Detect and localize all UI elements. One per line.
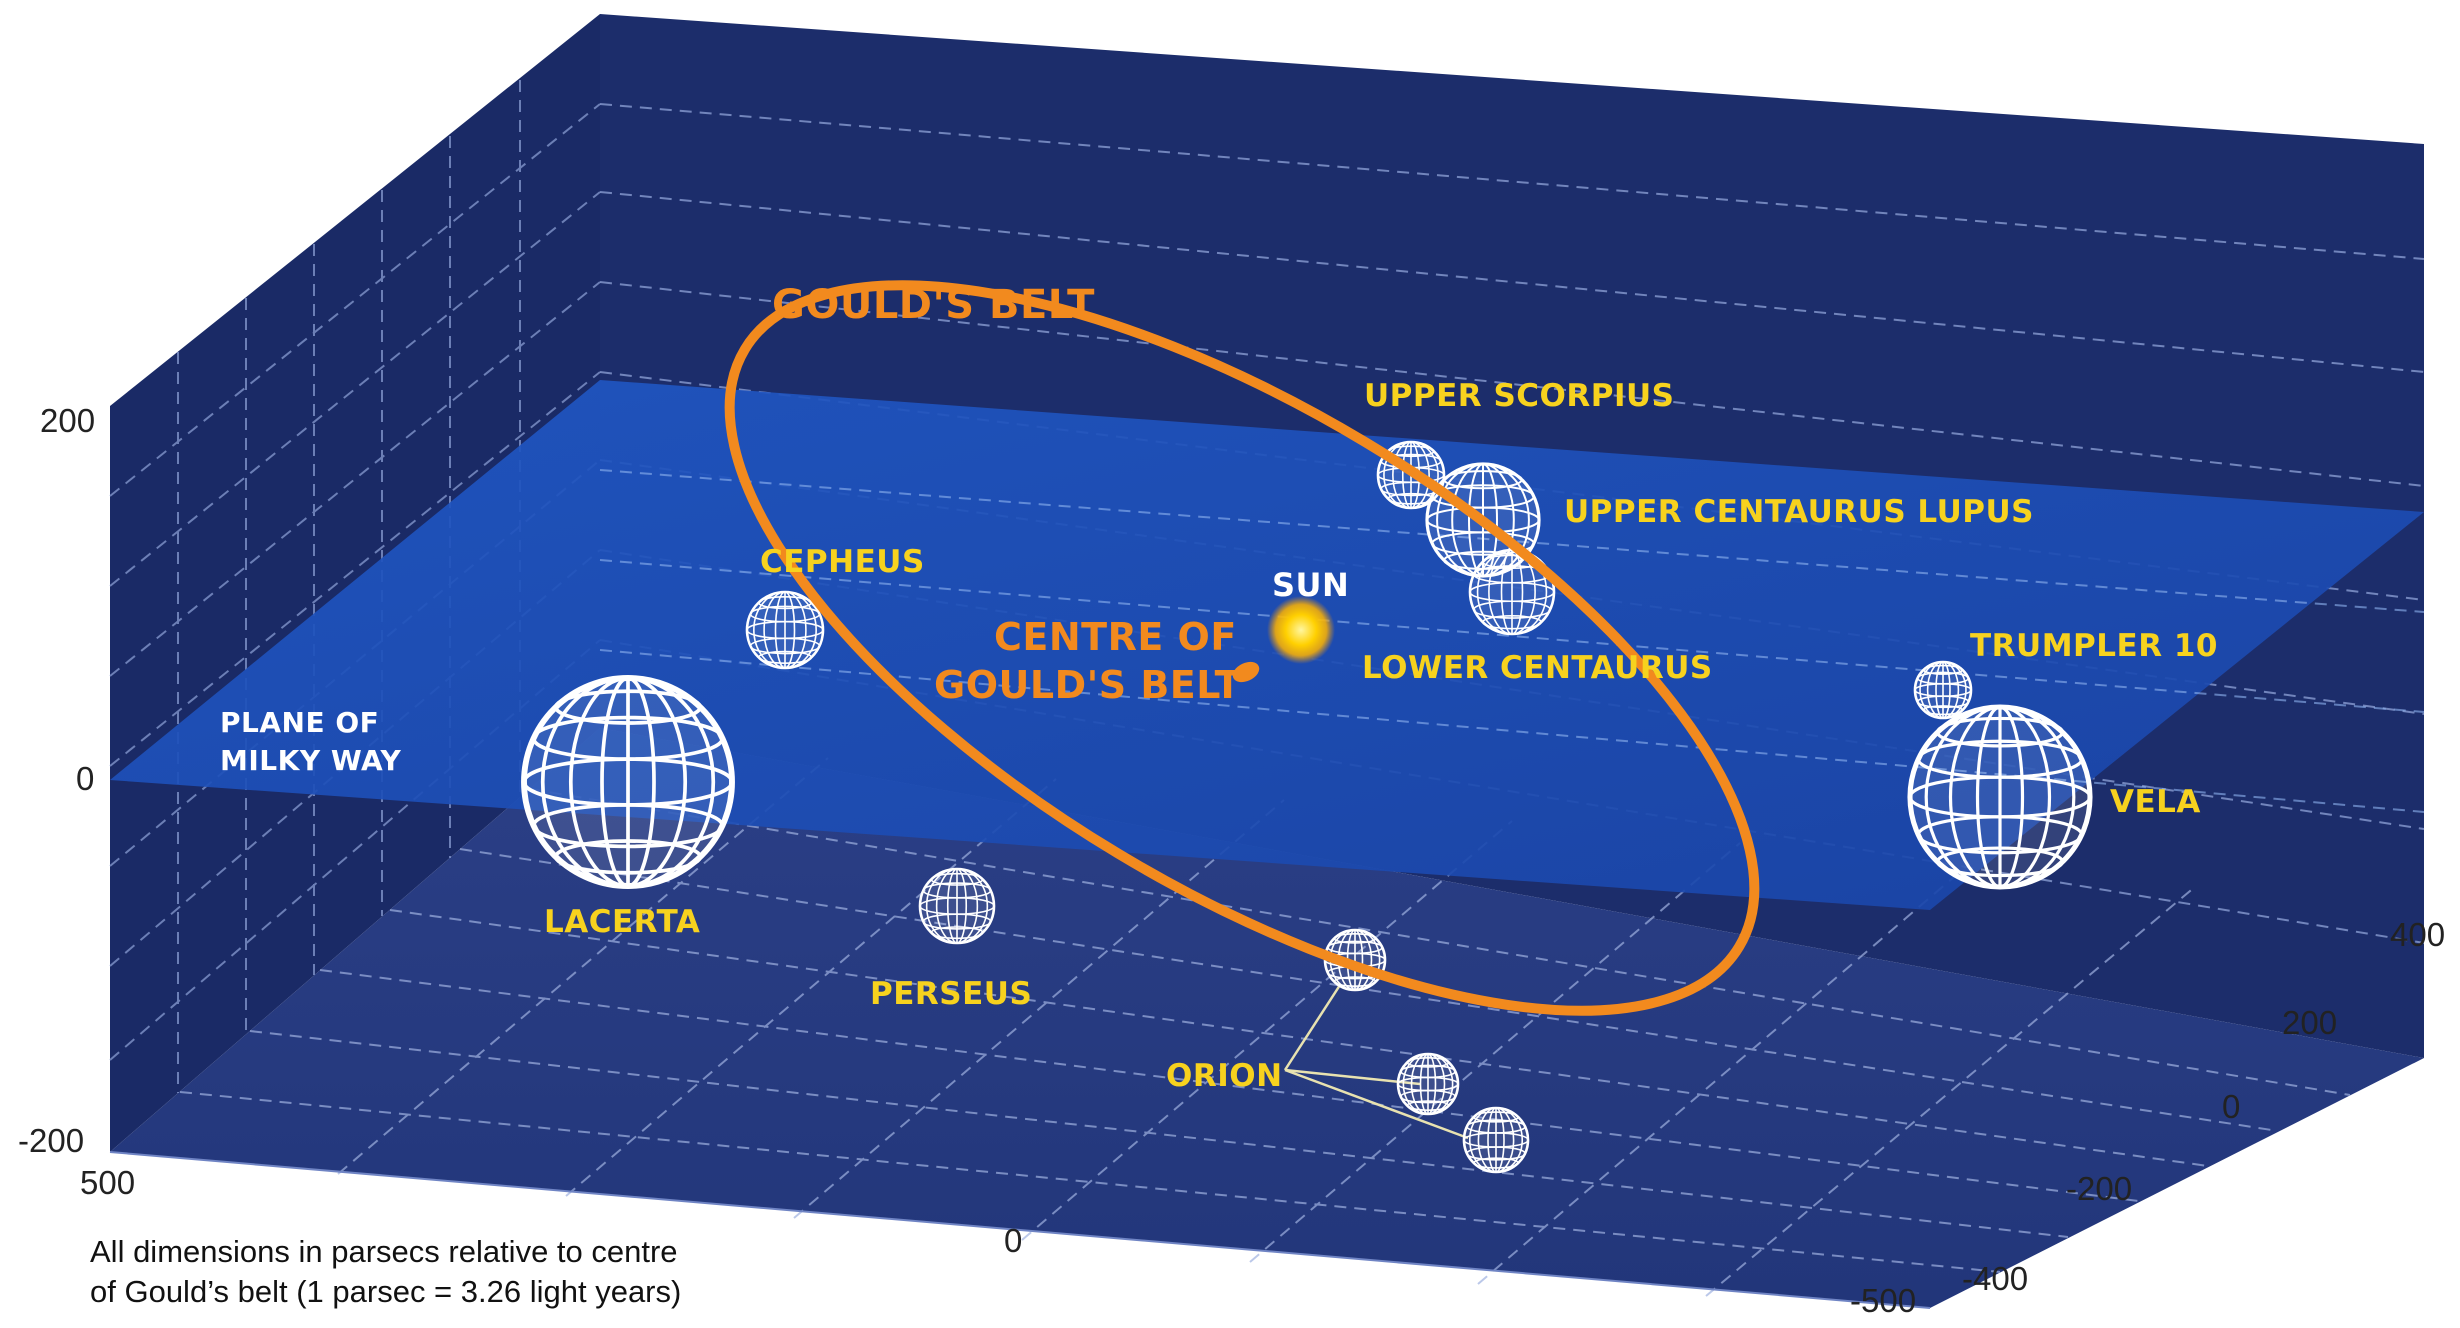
floor-front-edge xyxy=(109,1151,1931,1309)
footnote: All dimensions in parsecs relative to ce… xyxy=(90,1232,850,1312)
tick-lateral-0: 0 xyxy=(2222,1088,2240,1125)
label-cepheus: CEPHEUS xyxy=(760,544,925,580)
footnote-line1: All dimensions in parsecs relative to ce… xyxy=(90,1234,678,1269)
label-perseus: PERSEUS xyxy=(870,976,1032,1012)
goulds-belt-ring xyxy=(724,280,1760,1016)
sphere-vela xyxy=(1907,704,2093,890)
label-upper-centaurus-lupus: UPPER CENTAURUS LUPUS xyxy=(1564,494,2034,530)
footnote-line2: of Gould’s belt (1 parsec = 3.26 light y… xyxy=(90,1274,682,1309)
floor xyxy=(110,728,2424,1308)
tick-depth-500: 500 xyxy=(80,1164,135,1201)
label-lower-centaurus: LOWER CENTAURUS xyxy=(1362,650,1713,686)
centre-marker xyxy=(1232,661,1260,683)
tick-depth-minus-500: -500 xyxy=(1850,1282,1916,1319)
sphere-perseus xyxy=(918,867,996,945)
label-lacerta: LACERTA xyxy=(544,904,700,940)
sphere-lacerta xyxy=(521,675,735,889)
plane-grid xyxy=(599,469,2425,813)
plane-label-line2: MILKY WAY xyxy=(220,744,401,777)
goulds-belt-title: GOULD'S BELT xyxy=(772,282,1095,328)
sphere-orion-c xyxy=(1462,1106,1530,1174)
tick-lateral-400: 400 xyxy=(2390,916,2445,953)
tick-lateral-minus-200: -200 xyxy=(2066,1170,2132,1207)
sun-label: SUN xyxy=(1272,566,1349,604)
tick-depth-0: 0 xyxy=(1004,1222,1022,1259)
tick-lateral-200: 200 xyxy=(2282,1004,2337,1041)
milky-way-plane xyxy=(110,380,2424,910)
sphere-cepheus xyxy=(745,590,825,670)
sun-marker xyxy=(1267,596,1335,664)
label-vela: VELA xyxy=(2110,784,2201,820)
tick-vertical-200: 200 xyxy=(40,402,95,439)
sphere-trumpler-10 xyxy=(1913,660,1973,720)
floor-grid xyxy=(179,757,2351,1297)
label-orion: ORION xyxy=(1166,1058,1283,1094)
label-upper-scorpius: UPPER SCORPIUS xyxy=(1364,378,1675,414)
centre-label-line2: GOULD'S BELT xyxy=(934,663,1241,707)
sphere-orion-b xyxy=(1396,1052,1460,1116)
centre-label-line1: CENTRE OF xyxy=(994,615,1237,659)
tick-vertical-0: 0 xyxy=(76,760,94,797)
plane-label-line1: PLANE OF xyxy=(220,706,379,739)
tick-lateral-minus-400: -400 xyxy=(1962,1260,2028,1297)
label-trumpler-10: TRUMPLER 10 xyxy=(1970,628,2218,664)
tick-vertical-minus-200: -200 xyxy=(18,1122,84,1159)
